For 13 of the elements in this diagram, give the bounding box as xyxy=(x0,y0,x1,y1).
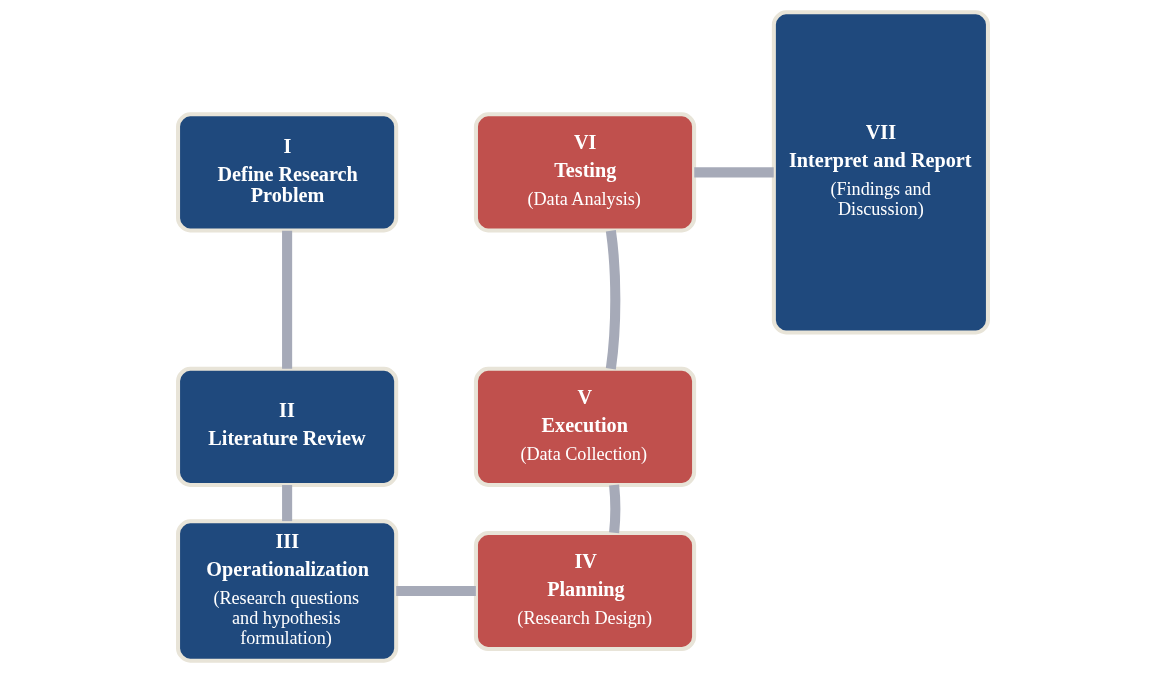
node-box: II Literature Review xyxy=(175,366,398,487)
connector xyxy=(693,167,774,178)
connector xyxy=(608,484,620,534)
node-box: VI Testing (Data Analysis) xyxy=(473,112,696,233)
connector xyxy=(395,585,476,597)
node-box: IV Planning (Research Design) xyxy=(473,530,696,652)
connector xyxy=(281,230,292,369)
connector xyxy=(281,485,292,522)
node-box: V Execution (Data Collection) xyxy=(473,366,696,487)
connector xyxy=(605,230,620,370)
node-box: I Define Research Problem xyxy=(175,112,398,233)
node-box: III Operationalization (Research questions and hypothesis formulation) xyxy=(175,519,398,663)
node-box: VII Interpret and Report (Findings and Discussion) xyxy=(771,10,990,335)
